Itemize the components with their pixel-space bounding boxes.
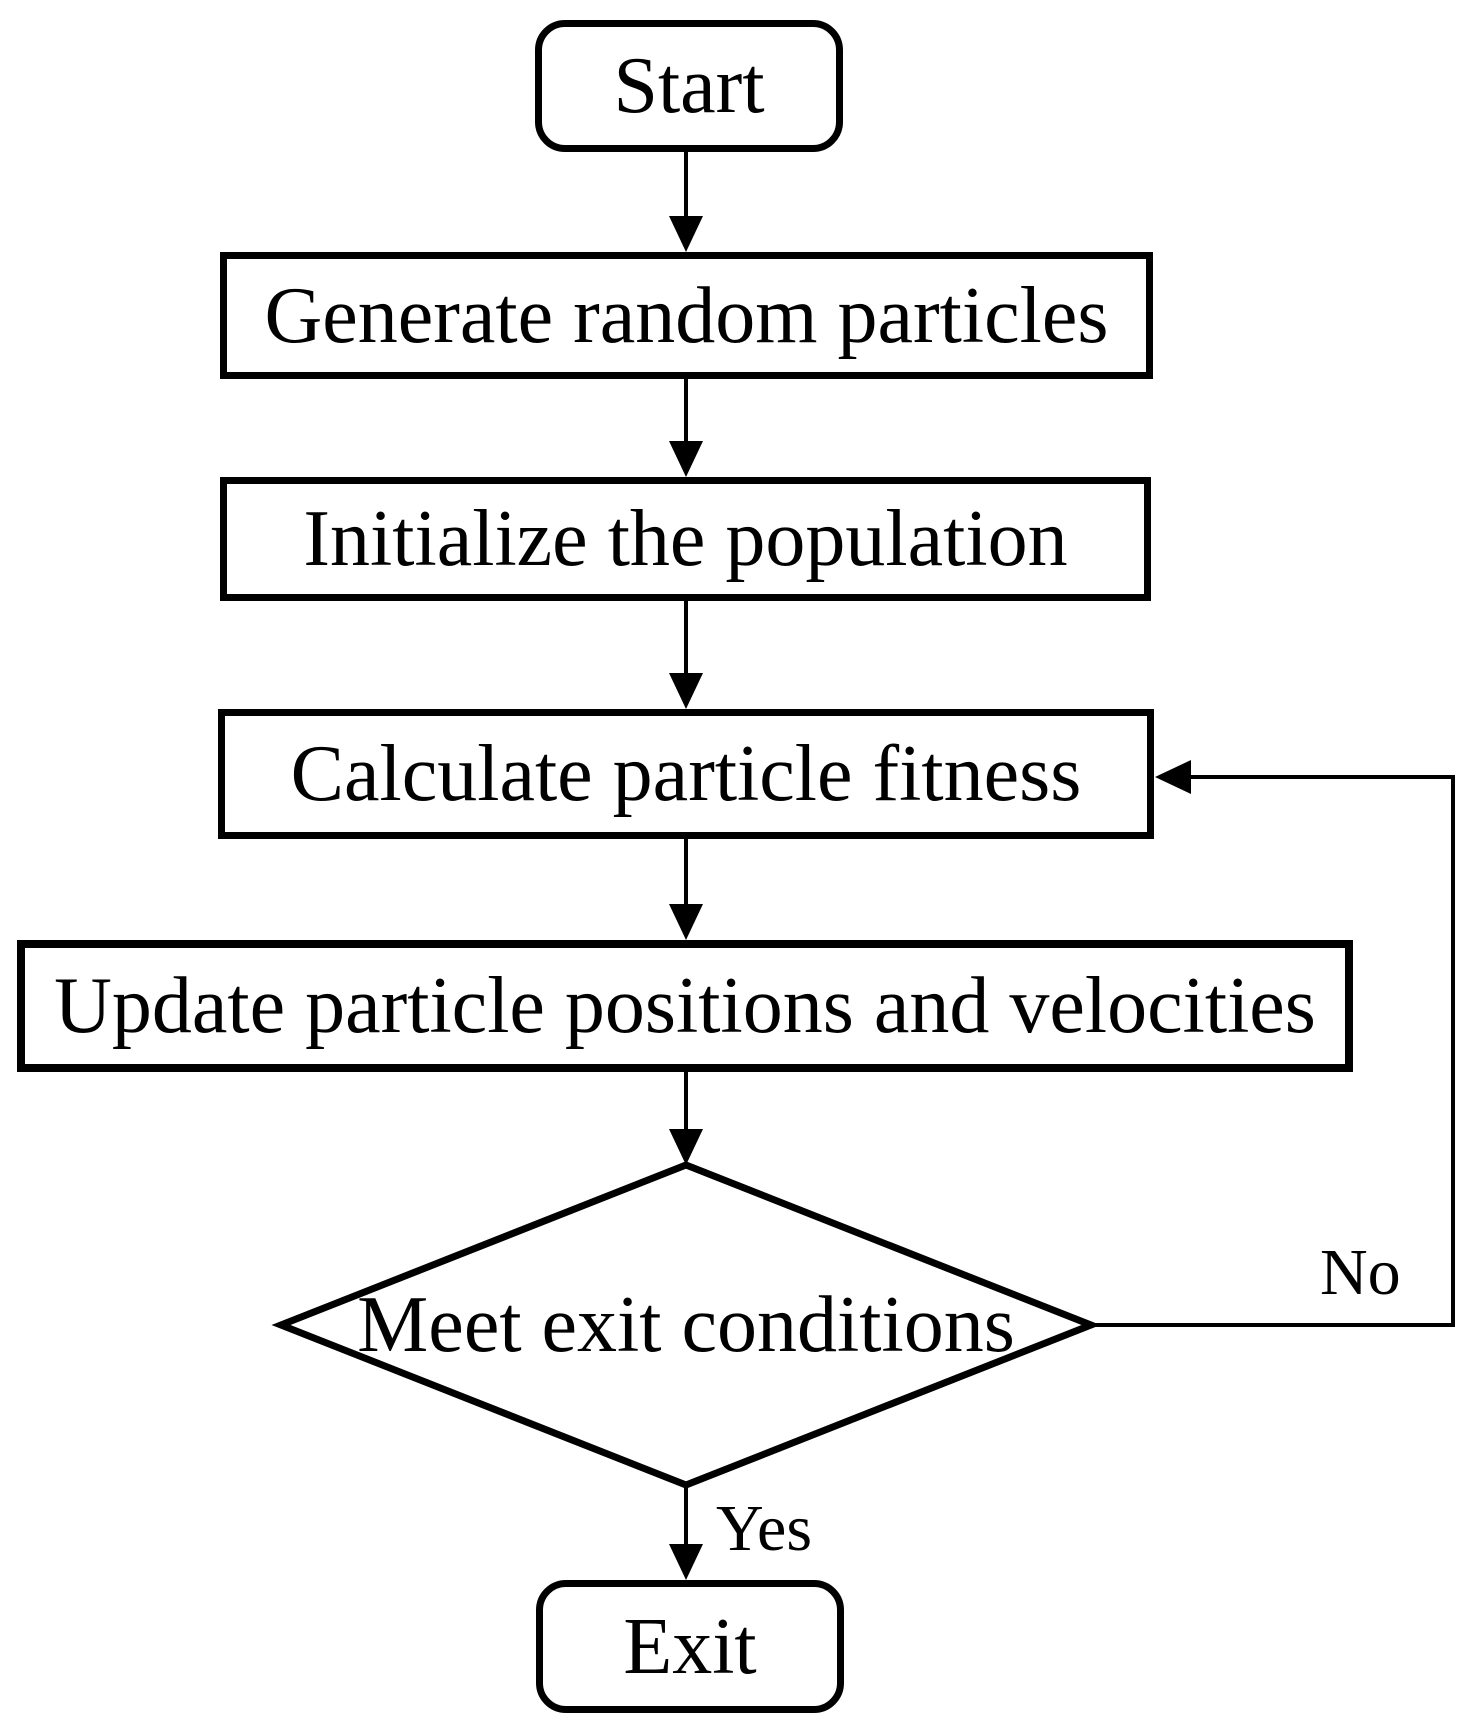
node-exit: Exit [536,1580,844,1713]
node-exit-decision-label: Meet exit conditions [357,1281,1015,1369]
node-update-particles-label: Update particle positions and velocities [54,962,1316,1050]
node-calculate-fitness-label: Calculate particle fitness [290,730,1082,818]
arrow-update-to-decision [669,1072,703,1165]
node-generate-particles: Generate random particles [220,252,1153,379]
arrow-decision-to-exit [669,1485,703,1580]
arrow-start-to-generate [669,152,703,252]
node-calculate-fitness: Calculate particle fitness [218,709,1154,839]
node-start: Start [535,20,843,152]
node-initialize-population: Initialize the population [220,477,1151,601]
edge-label-yes: Yes [716,1492,813,1565]
node-initialize-population-label: Initialize the population [303,495,1068,583]
node-start-label: Start [613,42,765,130]
arrow-generate-to-initialize [669,379,703,477]
node-exit-decision: Meet exit conditions [236,1283,1136,1367]
arrow-calculate-to-update [669,839,703,940]
node-exit-label: Exit [623,1602,757,1691]
arrow-initialize-to-calculate [669,601,703,709]
edge-label-no: No [1320,1236,1401,1309]
node-generate-particles-label: Generate random particles [264,271,1109,360]
arrow-decision-to-calculate-loop [1091,760,1455,1327]
node-update-particles: Update particle positions and velocities [17,940,1353,1072]
